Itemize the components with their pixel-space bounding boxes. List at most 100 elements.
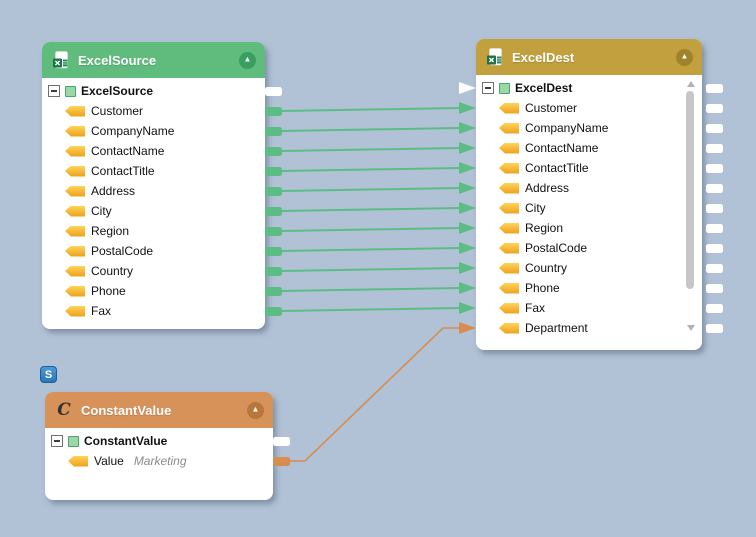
tree-item-department[interactable]: Department: [476, 318, 702, 338]
tree-root-item[interactable]: ExcelDest: [476, 78, 702, 98]
component-header[interactable]: C ConstantValue ▲: [45, 392, 273, 428]
output-connector[interactable]: [265, 286, 282, 296]
tree-item-postalcode[interactable]: PostalCode: [42, 241, 265, 261]
input-connector[interactable]: [459, 142, 476, 154]
component-header[interactable]: ExcelSource ▲: [42, 42, 265, 78]
output-connector[interactable]: [706, 243, 723, 253]
connection-line[interactable]: [281, 247, 460, 252]
input-connector[interactable]: [459, 322, 476, 334]
output-connector[interactable]: [265, 86, 282, 96]
connection-line[interactable]: [281, 307, 460, 312]
input-connector[interactable]: [459, 302, 476, 314]
scroll-down-icon[interactable]: [686, 325, 695, 331]
output-connector[interactable]: [265, 186, 282, 196]
input-connector[interactable]: [459, 202, 476, 214]
tree-item-companyname[interactable]: CompanyName: [476, 118, 702, 138]
output-connector[interactable]: [265, 306, 282, 316]
collapse-button[interactable]: ▲: [239, 51, 256, 69]
connection-line[interactable]: [281, 227, 460, 232]
collapse-button[interactable]: ▲: [676, 48, 693, 66]
input-connector[interactable]: [459, 242, 476, 254]
tree-item-address[interactable]: Address: [42, 181, 265, 201]
root-node-icon: [68, 435, 79, 447]
output-connector[interactable]: [265, 126, 282, 136]
output-connector[interactable]: [706, 143, 723, 153]
tree-root-item[interactable]: ExcelSource: [42, 81, 265, 101]
output-connector[interactable]: [265, 206, 282, 216]
connection-line[interactable]: [281, 287, 460, 292]
scroll-thumb[interactable]: [686, 91, 694, 289]
connection-line[interactable]: [281, 147, 460, 152]
output-connector[interactable]: [273, 436, 290, 446]
component-header[interactable]: ExcelDest ▲: [476, 39, 702, 75]
connection-line[interactable]: [281, 207, 460, 212]
output-connector[interactable]: [265, 146, 282, 156]
input-connector[interactable]: [459, 222, 476, 234]
output-connector[interactable]: [706, 303, 723, 313]
output-connector[interactable]: [706, 283, 723, 293]
input-connector[interactable]: [459, 122, 476, 134]
connection-line[interactable]: [281, 267, 460, 272]
output-connector[interactable]: [265, 166, 282, 176]
field-label: PostalCode: [525, 241, 588, 255]
tree-item-fax[interactable]: Fax: [476, 298, 702, 318]
input-connector[interactable]: [459, 102, 476, 114]
connection-line[interactable]: [281, 187, 460, 192]
output-connector[interactable]: [706, 103, 723, 113]
tree-item-postalcode[interactable]: PostalCode: [476, 238, 702, 258]
connection-line[interactable]: [281, 127, 460, 132]
tree-item-contacttitle[interactable]: ContactTitle: [476, 158, 702, 178]
tree-root-item[interactable]: ConstantValue: [45, 431, 273, 451]
output-connector[interactable]: [706, 83, 723, 93]
tree-item-region[interactable]: Region: [42, 221, 265, 241]
tree-item-phone[interactable]: Phone: [476, 278, 702, 298]
tree-item-customer[interactable]: Customer: [476, 98, 702, 118]
output-connector[interactable]: [265, 106, 282, 116]
tree-item-customer[interactable]: Customer: [42, 101, 265, 121]
tree-item-contacttitle[interactable]: ContactTitle: [42, 161, 265, 181]
tree-item-companyname[interactable]: CompanyName: [42, 121, 265, 141]
tree-item-country[interactable]: Country: [42, 261, 265, 281]
tree-item-region[interactable]: Region: [476, 218, 702, 238]
output-connector[interactable]: [706, 203, 723, 213]
output-connector[interactable]: [706, 323, 723, 333]
tree-item-fax[interactable]: Fax: [42, 301, 265, 321]
input-connector[interactable]: [459, 162, 476, 174]
output-connector[interactable]: [273, 456, 290, 466]
field-tag-icon: [65, 245, 85, 257]
scrollbar[interactable]: [685, 77, 696, 335]
annotation-badge[interactable]: S: [40, 366, 57, 383]
input-connector[interactable]: [459, 182, 476, 194]
tree-item-address[interactable]: Address: [476, 178, 702, 198]
connection-line[interactable]: [290, 327, 459, 462]
expander-minus-icon[interactable]: [48, 85, 60, 97]
output-connector[interactable]: [706, 183, 723, 193]
input-connector[interactable]: [459, 262, 476, 274]
connection-line[interactable]: [281, 167, 460, 172]
input-connector[interactable]: [459, 82, 476, 94]
input-connector[interactable]: [459, 282, 476, 294]
tree-item-contactname[interactable]: ContactName: [476, 138, 702, 158]
output-connector[interactable]: [706, 163, 723, 173]
output-connector[interactable]: [265, 246, 282, 256]
output-connector[interactable]: [706, 123, 723, 133]
collapse-button[interactable]: ▲: [247, 401, 264, 419]
expander-minus-icon[interactable]: [51, 435, 63, 447]
output-connector[interactable]: [265, 266, 282, 276]
output-connector[interactable]: [265, 226, 282, 236]
tree-item-phone[interactable]: Phone: [42, 281, 265, 301]
tree-item-country[interactable]: Country: [476, 258, 702, 278]
expander-minus-icon[interactable]: [482, 82, 494, 94]
field-label: Address: [525, 181, 570, 195]
tree-item-city[interactable]: City: [42, 201, 265, 221]
tree-item-city[interactable]: City: [476, 198, 702, 218]
connection-line[interactable]: [281, 107, 460, 112]
scroll-up-icon[interactable]: [686, 81, 695, 87]
output-connector[interactable]: [706, 223, 723, 233]
tree-item-contactname[interactable]: ContactName: [42, 141, 265, 161]
output-connector[interactable]: [706, 263, 723, 273]
